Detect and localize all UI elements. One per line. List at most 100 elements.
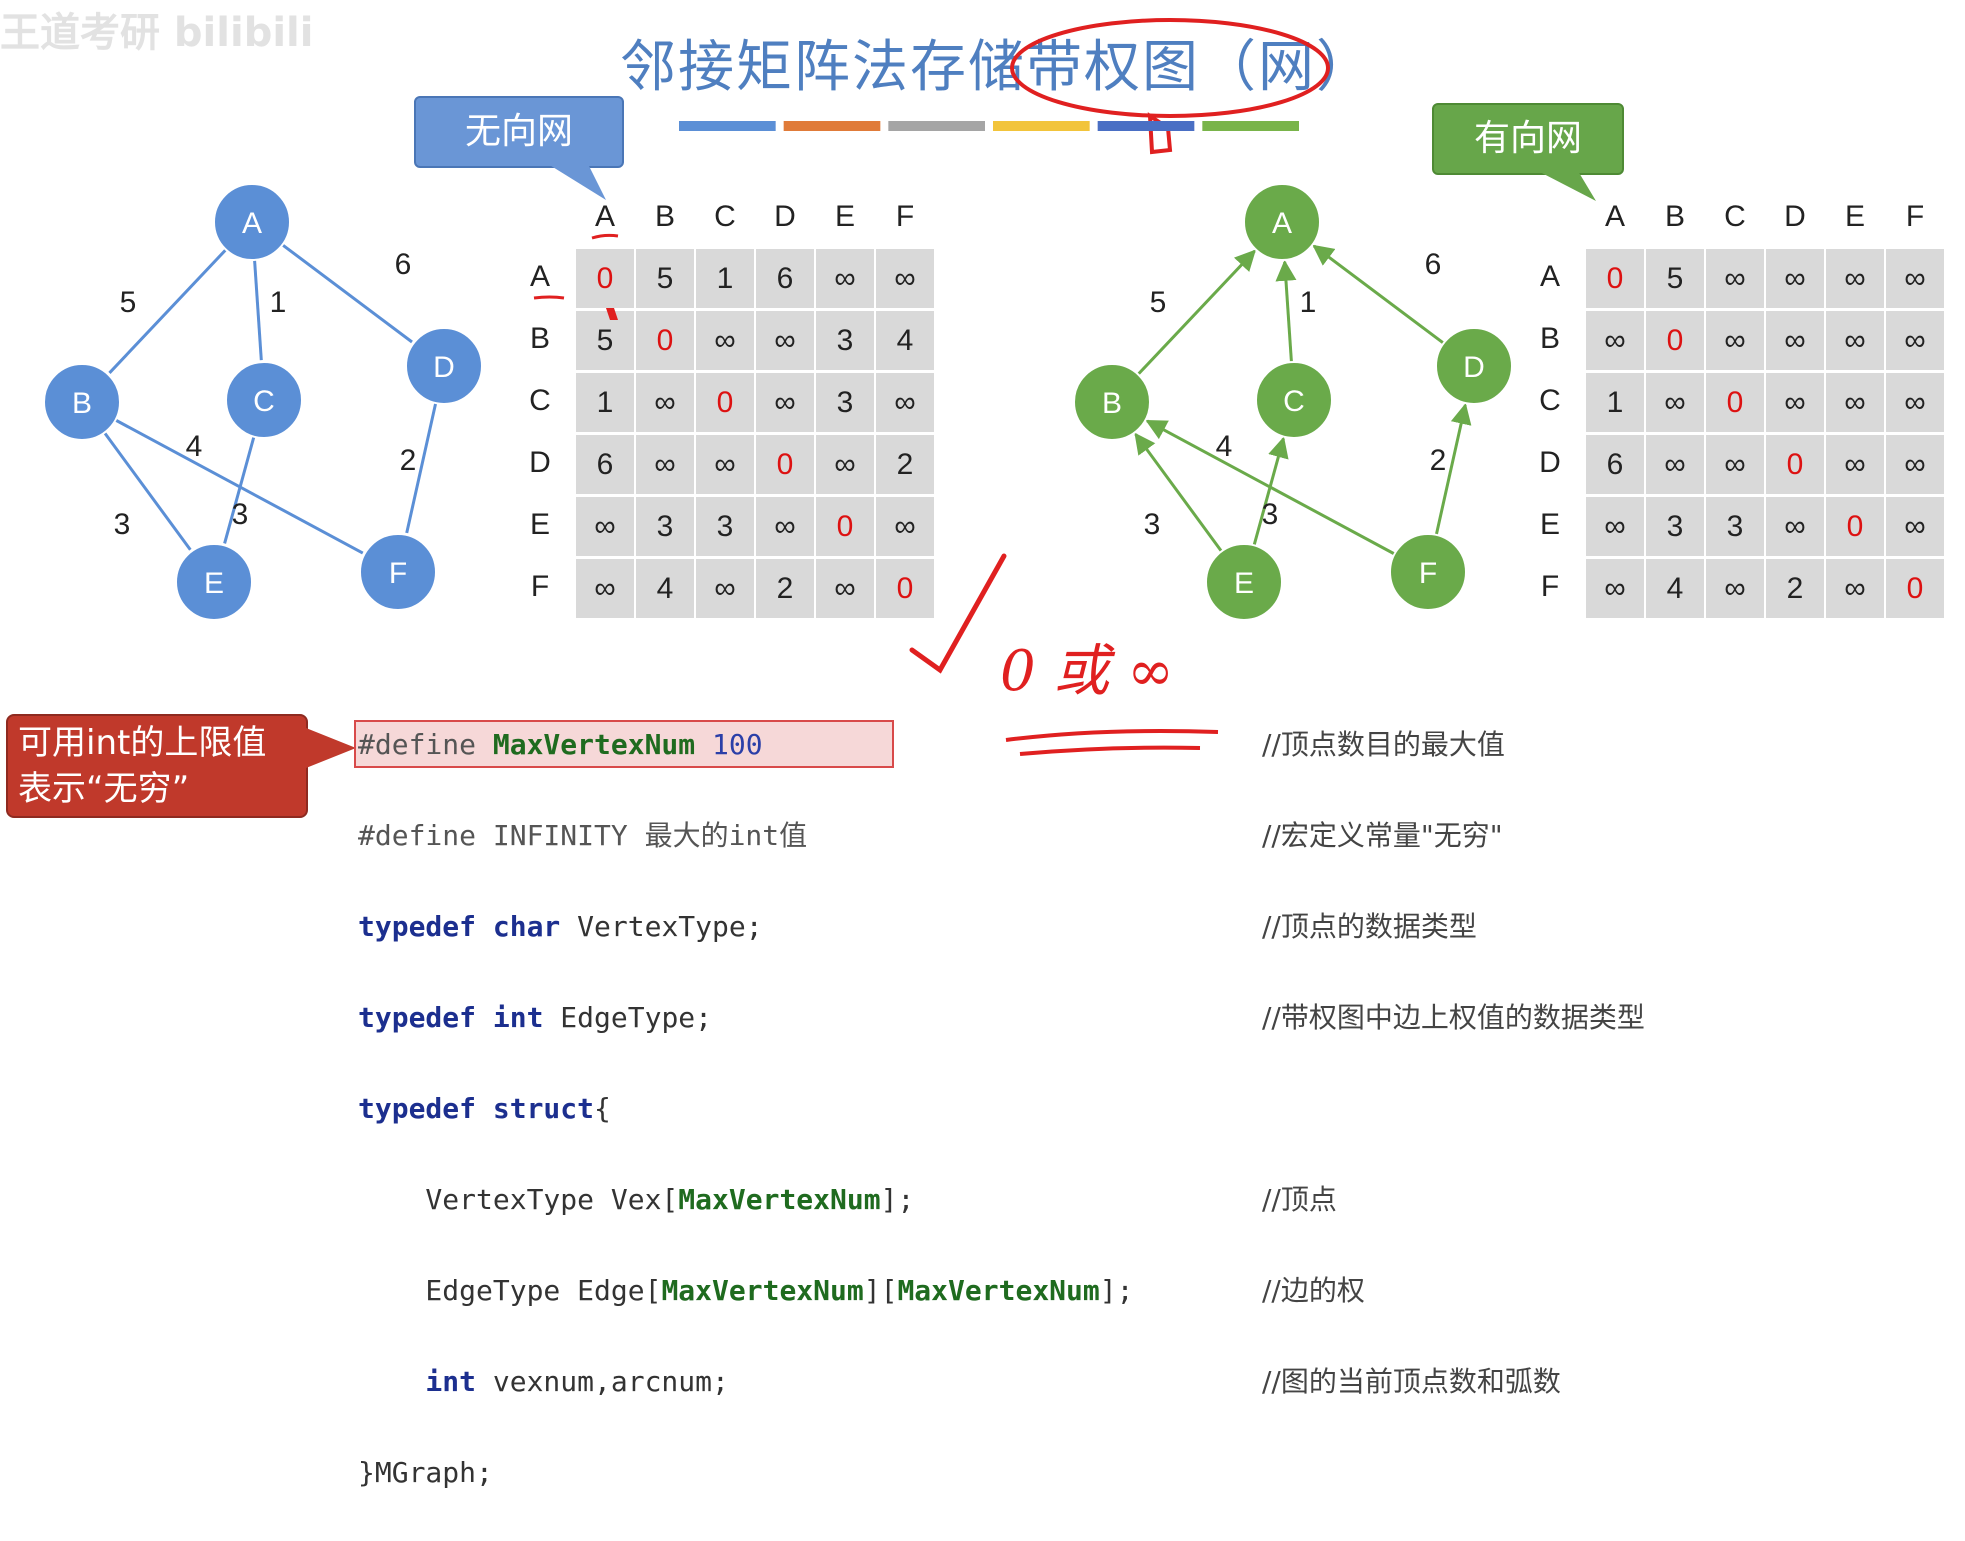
node-F — [1389, 533, 1467, 611]
color-bar-segment — [993, 121, 1090, 131]
matrix-row-header: C — [1539, 384, 1561, 417]
edge-B-A — [1137, 249, 1256, 376]
color-bar-segment — [679, 121, 776, 131]
matrix-cell: ∞ — [1585, 496, 1645, 557]
matrix-cell: ∞ — [1825, 558, 1885, 619]
matrix-cell: ∞ — [755, 372, 815, 433]
matrix-cell: 1 — [1585, 372, 1645, 433]
matrix-cell: ∞ — [1885, 434, 1945, 495]
node-label-A: A — [1272, 207, 1292, 240]
edge-weight-label: 3 — [1144, 508, 1161, 541]
color-bar-segment — [1097, 121, 1195, 131]
matrix-cell: ∞ — [575, 558, 635, 619]
edge-A-C — [253, 259, 263, 361]
color-bar-segment — [888, 121, 985, 131]
code-line-typedef-struct: typedef struct{ — [358, 1091, 611, 1125]
code-comments: //顶点数目的最大值 //宏定义常量"无穷" //顶点的数据类型 //带权图中边… — [1262, 676, 1645, 1450]
edge-B-E — [103, 431, 192, 551]
handwritten-checkmark — [909, 553, 1219, 756]
matrix-cell: ∞ — [1705, 558, 1765, 619]
matrix-cell: ∞ — [695, 558, 755, 619]
matrix-row-header: A — [1539, 260, 1560, 293]
matrix-cell: ∞ — [575, 496, 635, 557]
matrix-row-header: D — [529, 446, 551, 479]
undirected-network-callout: 无向网 — [414, 96, 624, 168]
comment-line: //宏定义常量"无穷" — [1262, 818, 1503, 852]
edge-C-A — [1275, 259, 1297, 363]
node-label-F: F — [389, 557, 407, 590]
matrix-column-header: E — [1844, 200, 1865, 233]
matrix-cell: 3 — [635, 496, 695, 557]
node-A — [1243, 183, 1321, 261]
matrix-cell: 5 — [575, 310, 635, 371]
code-line-mgraph: }MGraph; — [358, 1455, 493, 1489]
matrix-cell: 3 — [815, 372, 875, 433]
edge-D-F — [405, 402, 438, 534]
matrix-column-header: E — [834, 200, 855, 233]
matrix-cell: 3 — [1645, 496, 1705, 557]
matrix-cell: ∞ — [1825, 310, 1885, 371]
node-B — [43, 363, 121, 441]
matrix-cell: ∞ — [1585, 310, 1645, 371]
matrix-column-header: D — [1784, 200, 1806, 233]
node-label-C: C — [1283, 385, 1305, 418]
node-label-E: E — [1234, 567, 1254, 600]
matrix-cell: ∞ — [1645, 434, 1705, 495]
matrix-row-header: C — [529, 384, 551, 417]
matrix-cell: ∞ — [1765, 372, 1825, 433]
comment-line: //带权图中边上权值的数据类型 — [1262, 1000, 1645, 1034]
matrix-cell: ∞ — [755, 310, 815, 371]
watermark: 王道考研 bilibili — [0, 10, 314, 56]
callout-pointer — [1538, 171, 1596, 201]
infinity-define-highlight — [354, 720, 894, 768]
matrix-column-header: C — [714, 200, 736, 233]
infinity-hint-callout: 可用int的上限值表示“无穷” — [6, 714, 308, 818]
matrix-cell: 3 — [1705, 496, 1765, 557]
matrix-cell: ∞ — [875, 248, 935, 309]
matrix-row-header: E — [1539, 508, 1560, 541]
matrix-cell: 4 — [875, 310, 935, 371]
page-title: 邻接矩阵法存储带权图（网） — [620, 35, 1374, 100]
matrix-row-header: A — [529, 260, 550, 293]
matrix-row-header: E — [529, 508, 550, 541]
matrix-cell: 0 — [875, 558, 935, 619]
matrix-cell: ∞ — [1705, 310, 1765, 371]
comment-line: //顶点 — [1262, 1182, 1337, 1216]
section-color-bar — [679, 121, 1299, 131]
matrix-column-header: F — [895, 200, 915, 233]
matrix-column-header: D — [774, 200, 796, 233]
code-line-vexnum-arcnum: int vexnum,arcnum; — [358, 1364, 729, 1398]
matrix-cell: 0 — [1825, 496, 1885, 557]
matrix-cell: ∞ — [1765, 496, 1825, 557]
matrix-column-header: F — [1905, 200, 1925, 233]
node-F — [359, 533, 437, 611]
matrix-cell: 0 — [635, 310, 695, 371]
matrix-cell: ∞ — [815, 248, 875, 309]
matrix-cell: 4 — [635, 558, 695, 619]
edge-weight-label: 2 — [400, 444, 417, 477]
node-label-E: E — [204, 567, 224, 600]
comment-line: //顶点的数据类型 — [1262, 909, 1477, 943]
matrix-cell: 3 — [695, 496, 755, 557]
matrix-cell: ∞ — [1885, 372, 1945, 433]
matrix-cell: 0 — [1585, 248, 1645, 309]
node-label-D: D — [433, 351, 455, 384]
code-line-typedef-vertextype: typedef char VertexType; — [358, 909, 763, 943]
matrix-cell: 0 — [1765, 434, 1825, 495]
edge-weight-label: 4 — [186, 430, 203, 463]
matrix-cell: 2 — [755, 558, 815, 619]
matrix-cell: 5 — [1645, 248, 1705, 309]
matrix-cell: ∞ — [755, 496, 815, 557]
matrix-cell: ∞ — [635, 372, 695, 433]
edge-weight-label: 6 — [395, 248, 412, 281]
comment-line: //边的权 — [1262, 1273, 1365, 1307]
matrix-cell: ∞ — [815, 558, 875, 619]
matrix-cell: ∞ — [1585, 558, 1645, 619]
matrix-cell: ∞ — [815, 434, 875, 495]
edge-weight-label: 1 — [1300, 286, 1317, 319]
code-line-typedef-edgetype: typedef int EdgeType; — [358, 1000, 713, 1034]
matrix-column-header: B — [1664, 200, 1685, 233]
handwritten-zero-or-infinity: 0 或 ∞ — [1000, 639, 1174, 704]
